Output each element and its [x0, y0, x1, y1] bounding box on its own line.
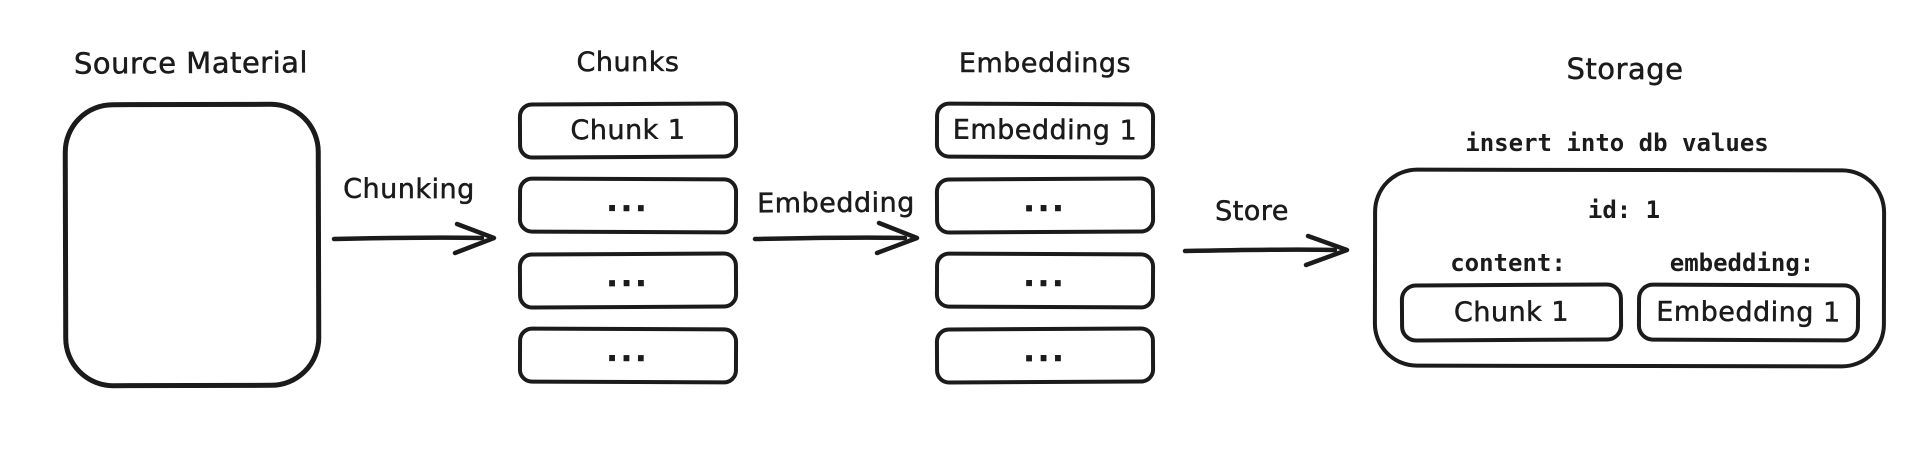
storage-content-value: Chunk 1 — [1453, 296, 1570, 329]
storage-embedding-label: embedding: — [1669, 249, 1815, 277]
embedding-item-label: ... — [1023, 333, 1067, 370]
embedding-item-box: ... — [934, 326, 1156, 385]
source-material-title: Source Material — [73, 45, 309, 81]
storage-title: Storage — [1566, 51, 1684, 87]
embedding-arrow-icon — [752, 220, 920, 256]
storage-content-label: content: — [1450, 249, 1566, 277]
chunk-item-box: ... — [517, 326, 739, 385]
embedding-item-label: Embedding 1 — [952, 114, 1138, 147]
chunk-item-label: ... — [606, 258, 650, 295]
store-arrow-icon — [1182, 233, 1350, 268]
storage-insert-statement: insert into db values — [1465, 129, 1769, 157]
storage-content-value-box: Chunk 1 — [1399, 282, 1624, 343]
chunk-item-label: ... — [606, 183, 650, 220]
embeddings-column-title: Embeddings — [958, 48, 1132, 80]
chunks-column-title: Chunks — [576, 47, 680, 79]
chunk-item-box: Chunk 1 — [517, 101, 739, 160]
chunk-item-label: Chunk 1 — [570, 114, 686, 147]
embedding-item-box: Embedding 1 — [934, 101, 1156, 160]
embedding-item-label: ... — [1023, 258, 1067, 295]
chunking-arrow-icon — [331, 221, 497, 256]
embedding-item-label: ... — [1023, 183, 1067, 220]
storage-embedding-value-box: Embedding 1 — [1636, 282, 1861, 343]
store-arrow-label: Store — [1214, 195, 1290, 228]
chunking-arrow-label: Chunking — [343, 173, 475, 206]
chunk-item-label: ... — [606, 333, 650, 370]
storage-record-id: id: 1 — [1587, 196, 1661, 224]
storage-embedding-value: Embedding 1 — [1656, 296, 1841, 329]
chunk-item-box: ... — [517, 251, 739, 310]
embedding-item-box: ... — [934, 251, 1156, 310]
source-material-box — [62, 101, 322, 389]
